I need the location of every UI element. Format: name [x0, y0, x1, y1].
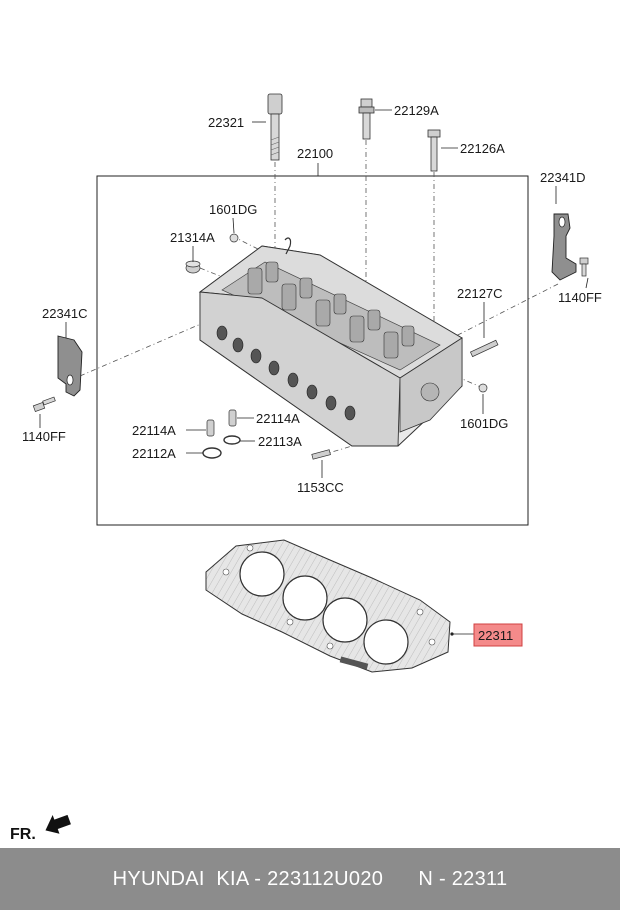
label-22113A: 22113A: [258, 434, 302, 449]
part-highlight-22311: [473, 623, 523, 647]
footer-spacer: [383, 868, 418, 891]
label-22321: 22321: [208, 115, 244, 130]
valve-guide-22114A-right: [228, 409, 237, 427]
footer-brand-partnumber: HYUNDAI KIA - 223112U020: [112, 867, 384, 890]
bolt-1140FF-right: [579, 257, 589, 277]
cylinder-head-bolt-22321: [267, 93, 283, 161]
label-22114A-left: 22114A: [132, 423, 176, 438]
bracket-22341C: [57, 335, 83, 397]
cap-21314A: [185, 260, 201, 274]
front-direction-label: FR.: [10, 826, 36, 843]
label-22341D: 22341D: [540, 170, 586, 185]
cylinder-head-22100: [198, 237, 463, 447]
bracket-22341D: [551, 213, 577, 281]
label-22127C: 22127C: [457, 286, 503, 301]
front-direction-arrow-icon: [45, 814, 71, 834]
label-1140FF-right: 1140FF: [558, 290, 602, 305]
seal-22113A: [223, 435, 241, 445]
label-1153CC: 1153CC: [297, 480, 344, 495]
valve-guide-22114A-left: [206, 419, 215, 437]
label-22129A: 22129A: [394, 103, 439, 118]
exploded-parts-diagram: 22321 22129A 22126A 22100 22341D 1601DG …: [22, 93, 602, 834]
injector-bolt-22129A: [358, 98, 375, 140]
footer-part-ref: N - 22311: [418, 867, 508, 890]
label-22311: 22311: [478, 628, 513, 643]
label-22341C: 22341C: [42, 306, 88, 321]
label-1140FF-left: 1140FF: [22, 429, 66, 444]
plug-1601DG-top: [229, 233, 239, 243]
pin-1153CC: [311, 449, 331, 460]
footer-bar: HYUNDAI KIA - 223112U020 N - 22311: [0, 848, 620, 910]
assembly-box: [96, 175, 529, 526]
label-22112A: 22112A: [132, 446, 176, 461]
head-gasket-22311: [205, 539, 451, 673]
label-1601DG-top: 1601DG: [209, 202, 257, 217]
plug-1601DG-right: [478, 383, 488, 393]
dowel-pin-22127C: [470, 339, 499, 358]
label-22126A: 22126A: [460, 141, 505, 156]
label-22100: 22100: [297, 146, 333, 161]
label-22114A-right: 22114A: [256, 411, 300, 426]
label-1601DG-right: 1601DG: [460, 416, 508, 431]
bolt-1140FF-left: [32, 396, 56, 412]
seat-22112A: [202, 447, 222, 459]
bolt-22126A: [427, 129, 441, 172]
label-21314A: 21314A: [170, 230, 215, 245]
